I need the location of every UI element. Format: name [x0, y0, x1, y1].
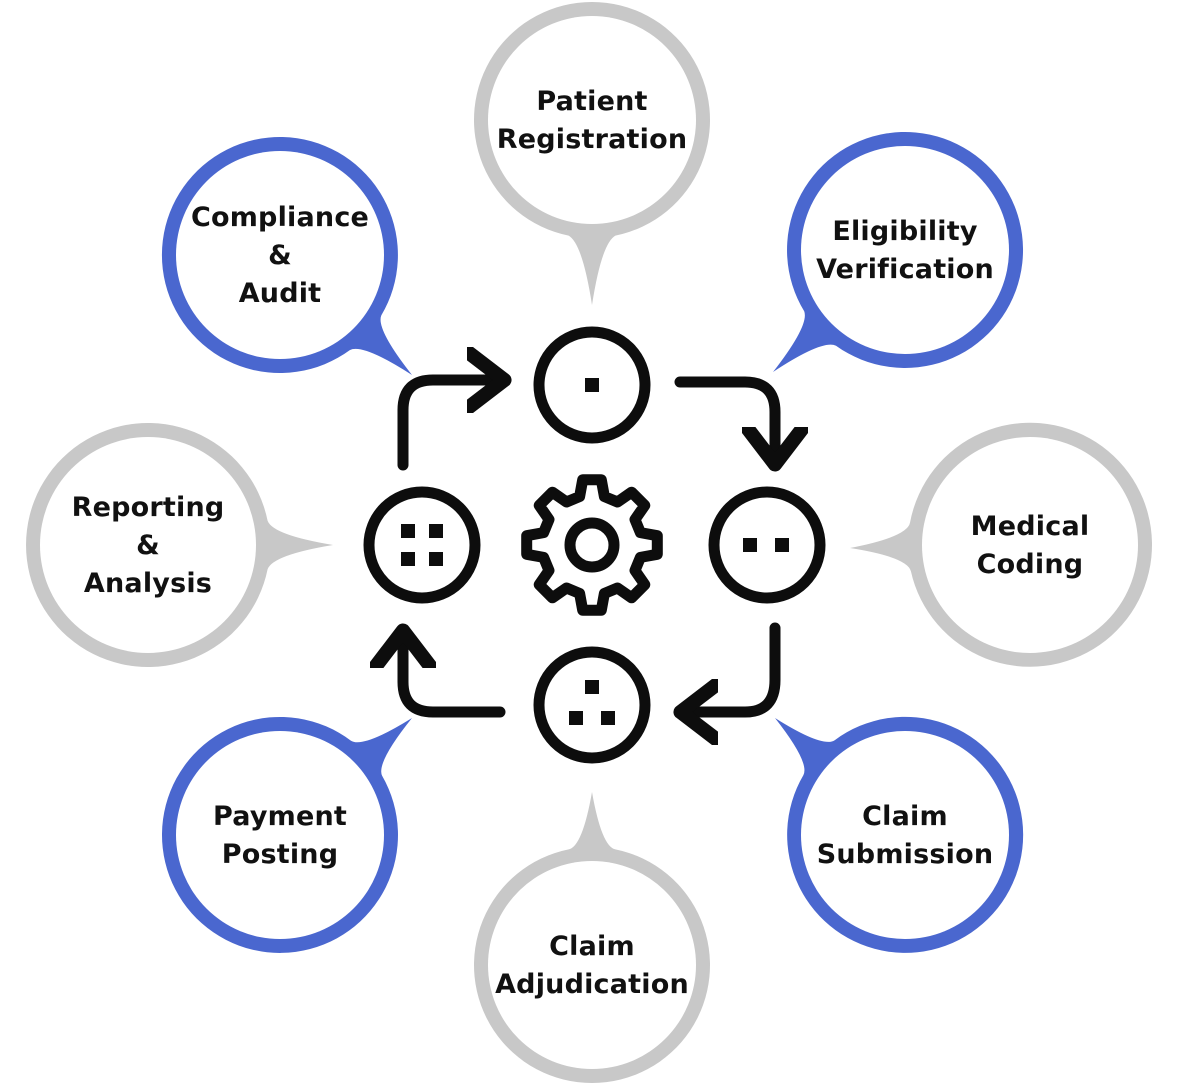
bubble-inner [801, 146, 1009, 354]
step-label: Reporting&Analysis [72, 492, 225, 599]
step-compliance-audit: Compliance&Audit [161, 137, 412, 375]
bubble-inner [922, 437, 1138, 653]
two-dot-circle-icon [708, 486, 826, 604]
bubble-inner [40, 437, 256, 653]
bubble-inner [488, 16, 696, 224]
three-dot-circle-icon [533, 646, 651, 764]
arrow-bottom-left-icon [403, 635, 506, 718]
one-dot-circle-icon [533, 326, 651, 444]
cycle-center [363, 326, 826, 764]
arrow-top-right-icon [674, 376, 775, 460]
step-reporting-analysis: Reporting&Analysis [26, 422, 334, 667]
bubble-inner [488, 861, 696, 1069]
four-dot-circle-icon [363, 486, 481, 604]
step-label: Compliance&Audit [191, 202, 369, 309]
bubble-inner [801, 731, 1009, 939]
arrow-top-left-icon [397, 380, 500, 471]
bubble-inner [176, 151, 384, 359]
arrow-bottom-right-icon [685, 622, 781, 712]
gear-icon [521, 474, 663, 616]
bubble-inner [176, 731, 384, 939]
